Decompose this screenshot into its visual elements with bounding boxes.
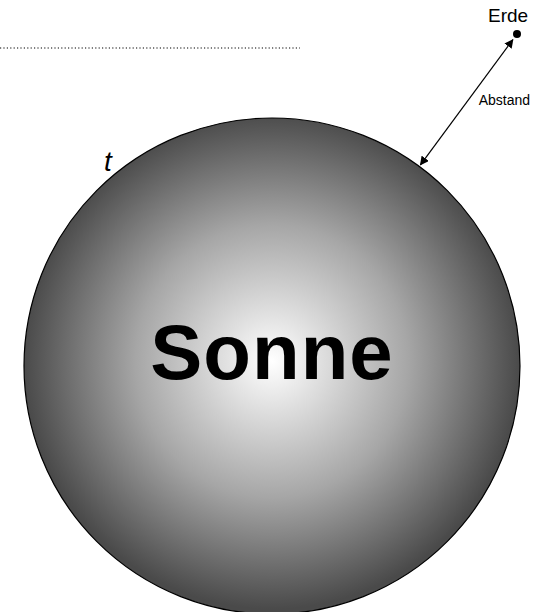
fragment-label: t bbox=[104, 146, 112, 178]
sun-label: Sonne bbox=[150, 307, 393, 398]
distance-label: Abstand bbox=[478, 92, 531, 108]
earth-marker bbox=[512, 29, 522, 39]
earth-point bbox=[513, 30, 521, 38]
earth-dot: Erde bbox=[488, 6, 532, 40]
distance-arrow bbox=[420, 40, 512, 165]
dotted-answer-line bbox=[0, 47, 300, 48]
sun-outline bbox=[23, 117, 521, 612]
earth-label: Erde bbox=[488, 6, 528, 27]
sun-disc bbox=[24, 118, 520, 612]
sun-circle: Sonne bbox=[23, 117, 521, 612]
